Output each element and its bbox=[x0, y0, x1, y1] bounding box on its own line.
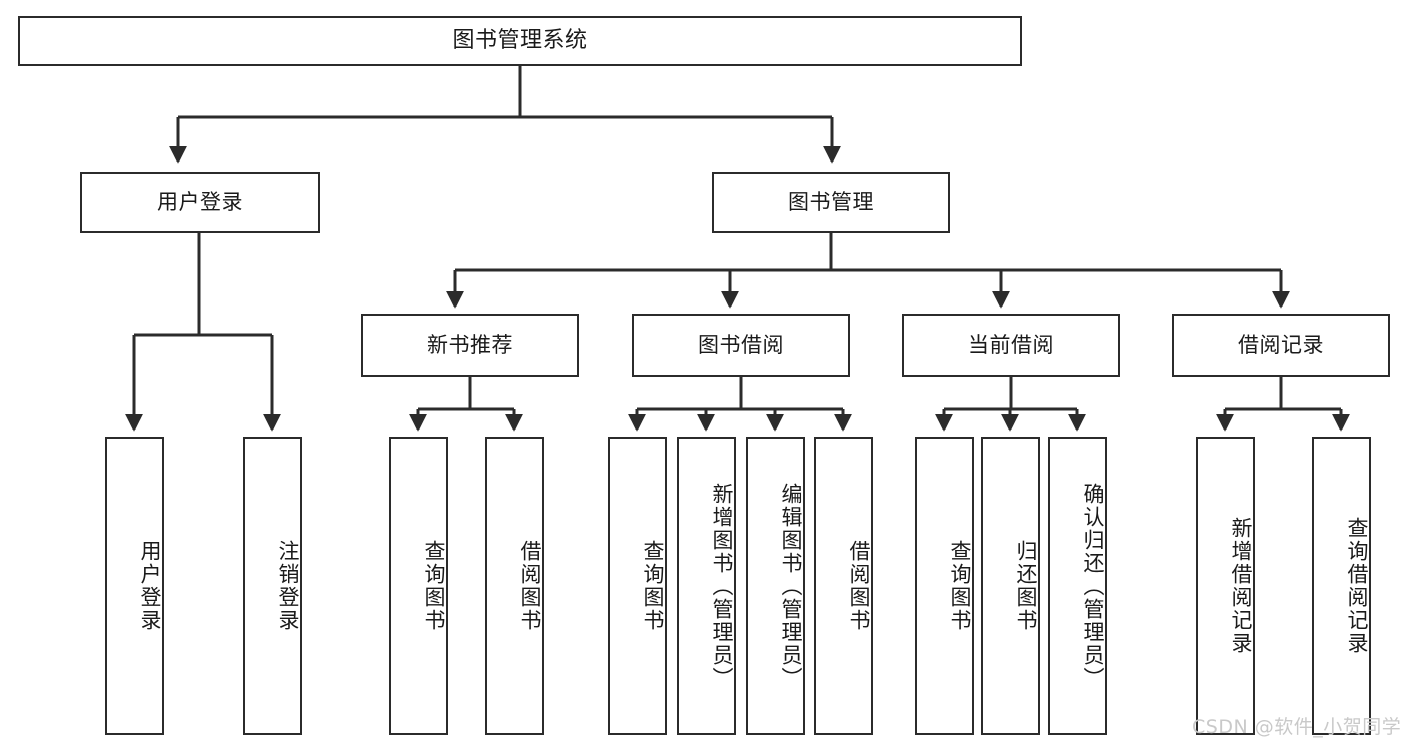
node-user-login[interactable]: 用户登录 bbox=[80, 172, 320, 233]
leaf-borrow-record-query-record[interactable]: 查询借阅记录 bbox=[1312, 437, 1371, 735]
leaf-user-login-login[interactable]: 用户登录 bbox=[105, 437, 164, 735]
node-borrow-record[interactable]: 借阅记录 bbox=[1172, 314, 1390, 377]
leaf-current-borrow-return-book[interactable]: 归还图书 bbox=[981, 437, 1040, 735]
leaf-new-book-query-book[interactable]: 查询图书 bbox=[389, 437, 448, 735]
node-current-borrow[interactable]: 当前借阅 bbox=[902, 314, 1120, 377]
leaf-book-borrow-edit-book[interactable]: 编辑图书（管理员） bbox=[746, 437, 805, 735]
node-book-borrow[interactable]: 图书借阅 bbox=[632, 314, 850, 377]
leaf-new-book-borrow-book[interactable]: 借阅图书 bbox=[485, 437, 544, 735]
leaf-book-borrow-add-book[interactable]: 新增图书（管理员） bbox=[677, 437, 736, 735]
node-root-system[interactable]: 图书管理系统 bbox=[18, 16, 1022, 66]
node-new-book-recommend[interactable]: 新书推荐 bbox=[361, 314, 579, 377]
leaf-user-login-logout[interactable]: 注销登录 bbox=[243, 437, 302, 735]
node-book-management[interactable]: 图书管理 bbox=[712, 172, 950, 233]
leaf-current-borrow-confirm-return[interactable]: 确认归还（管理员） bbox=[1048, 437, 1107, 735]
leaf-book-borrow-lend-book[interactable]: 借阅图书 bbox=[814, 437, 873, 735]
leaf-book-borrow-query-book[interactable]: 查询图书 bbox=[608, 437, 667, 735]
leaf-current-borrow-query-book[interactable]: 查询图书 bbox=[915, 437, 974, 735]
leaf-borrow-record-add-record[interactable]: 新增借阅记录 bbox=[1196, 437, 1255, 735]
watermark-label: CSDN @软件_小贺同学 bbox=[1192, 716, 1402, 738]
